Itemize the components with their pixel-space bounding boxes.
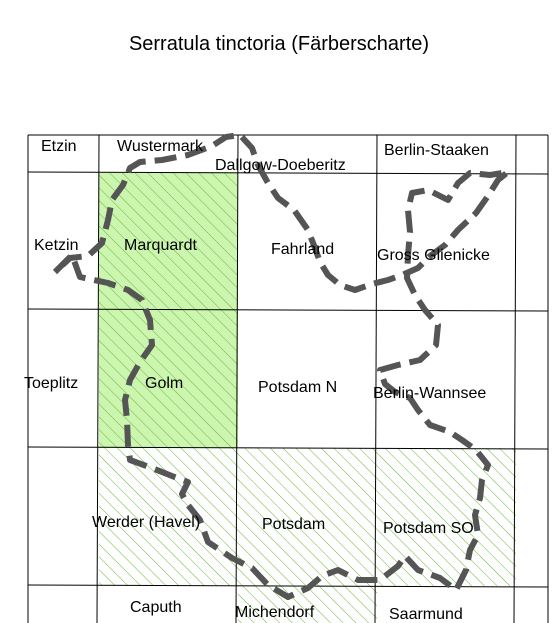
cell-label-potsdam-so: Potsdam SO bbox=[383, 520, 474, 537]
cell-label-caputh: Caputh bbox=[130, 599, 182, 616]
cell-label-gross-glienicke: Gross Glienicke bbox=[377, 247, 490, 264]
map-title: Serratula tinctoria (Färberscharte) bbox=[128, 33, 430, 55]
cell-label-potsdam-n: Potsdam N bbox=[258, 379, 337, 396]
cell-label-michendorf: Michendorf bbox=[235, 604, 315, 621]
cell-label-etzin: Etzin bbox=[41, 138, 77, 155]
cell-label-toeplitz: Toeplitz bbox=[24, 375, 78, 392]
cell-label-marquardt: Marquardt bbox=[124, 237, 197, 254]
hatched-cell-werder bbox=[99, 448, 238, 586]
hatched-cell-michendorf bbox=[238, 586, 377, 623]
cell-label-berlin-wannsee: Berlin-Wannsee bbox=[373, 385, 486, 402]
cell-label-dallgow-doeberitz: Dallgow-Doeberitz bbox=[215, 157, 346, 174]
cell-label-saarmund: Saarmund bbox=[389, 606, 463, 623]
hatched-cell-potsdam bbox=[238, 448, 377, 586]
cell-label-potsdam: Potsdam bbox=[262, 516, 325, 533]
cell-label-wustermark: Wustermark bbox=[117, 138, 204, 155]
cell-label-ketzin: Ketzin bbox=[34, 237, 78, 254]
boundary-dashed-line bbox=[52, 132, 511, 600]
cell-label-fahrland: Fahrland bbox=[271, 241, 334, 258]
cell-label-werder-havel: Werder (Havel) bbox=[92, 514, 200, 531]
hatched-cell-marquardt bbox=[99, 173, 238, 310]
hatched-cell-golm bbox=[99, 310, 238, 448]
cell-label-golm: Golm bbox=[145, 375, 183, 392]
cell-label-berlin-staaken: Berlin-Staaken bbox=[384, 142, 489, 159]
grid-lines bbox=[27, 134, 549, 623]
